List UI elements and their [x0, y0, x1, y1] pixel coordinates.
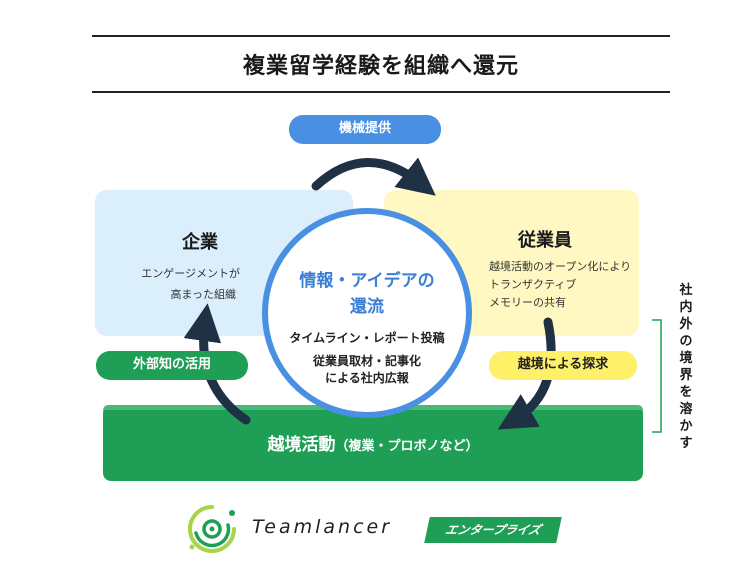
activity-label: 越境活動（複業・プロボノなど）: [103, 430, 643, 455]
employee-desc-line1: 越境活動のオープン化により: [489, 260, 632, 273]
center-title-line2: 還流: [350, 297, 384, 317]
company-title: 企業: [182, 232, 218, 253]
activity-main-label: 越境活動: [267, 435, 336, 455]
activity-sub-label: （複業・プロボノなど）: [335, 439, 479, 454]
arrow-label-left: 外部知の活用: [96, 351, 248, 380]
center-item2-line2: による社内広報: [325, 371, 409, 385]
center-title-line1: 情報・アイデアの: [299, 271, 435, 291]
company-desc-line2: 高まった組織: [170, 288, 236, 301]
center-circle: [262, 208, 472, 418]
title-top-rule: [92, 35, 670, 37]
page-title: 複業留学経験を組織へ還元: [242, 54, 519, 79]
brand-name: Teamlancer: [252, 516, 393, 538]
teamlancer-logo-icon: [188, 505, 236, 553]
side-bracket: [652, 319, 662, 433]
company-desc-line1: エンゲージメントが: [141, 267, 240, 280]
brand-badge: エンタープライズ: [424, 517, 562, 543]
employee-desc-line3: メモリーの共有: [489, 296, 566, 309]
side-label: 社内外の境界を溶かす: [679, 283, 693, 451]
arrow-label-top: 機械提供: [289, 115, 441, 144]
employee-title: 従業員: [518, 230, 572, 251]
title-bottom-rule: [92, 91, 670, 93]
employee-desc-line2: トランザクティブ: [489, 278, 577, 291]
center-item2-line1: 従業員取材・記事化: [312, 354, 421, 368]
arrow-top: [311, 157, 436, 196]
arrow-label-right: 越境による探求: [489, 351, 637, 380]
center-item1: タイムライン・レポート投稿: [289, 331, 445, 345]
arrow-right: [497, 317, 556, 430]
